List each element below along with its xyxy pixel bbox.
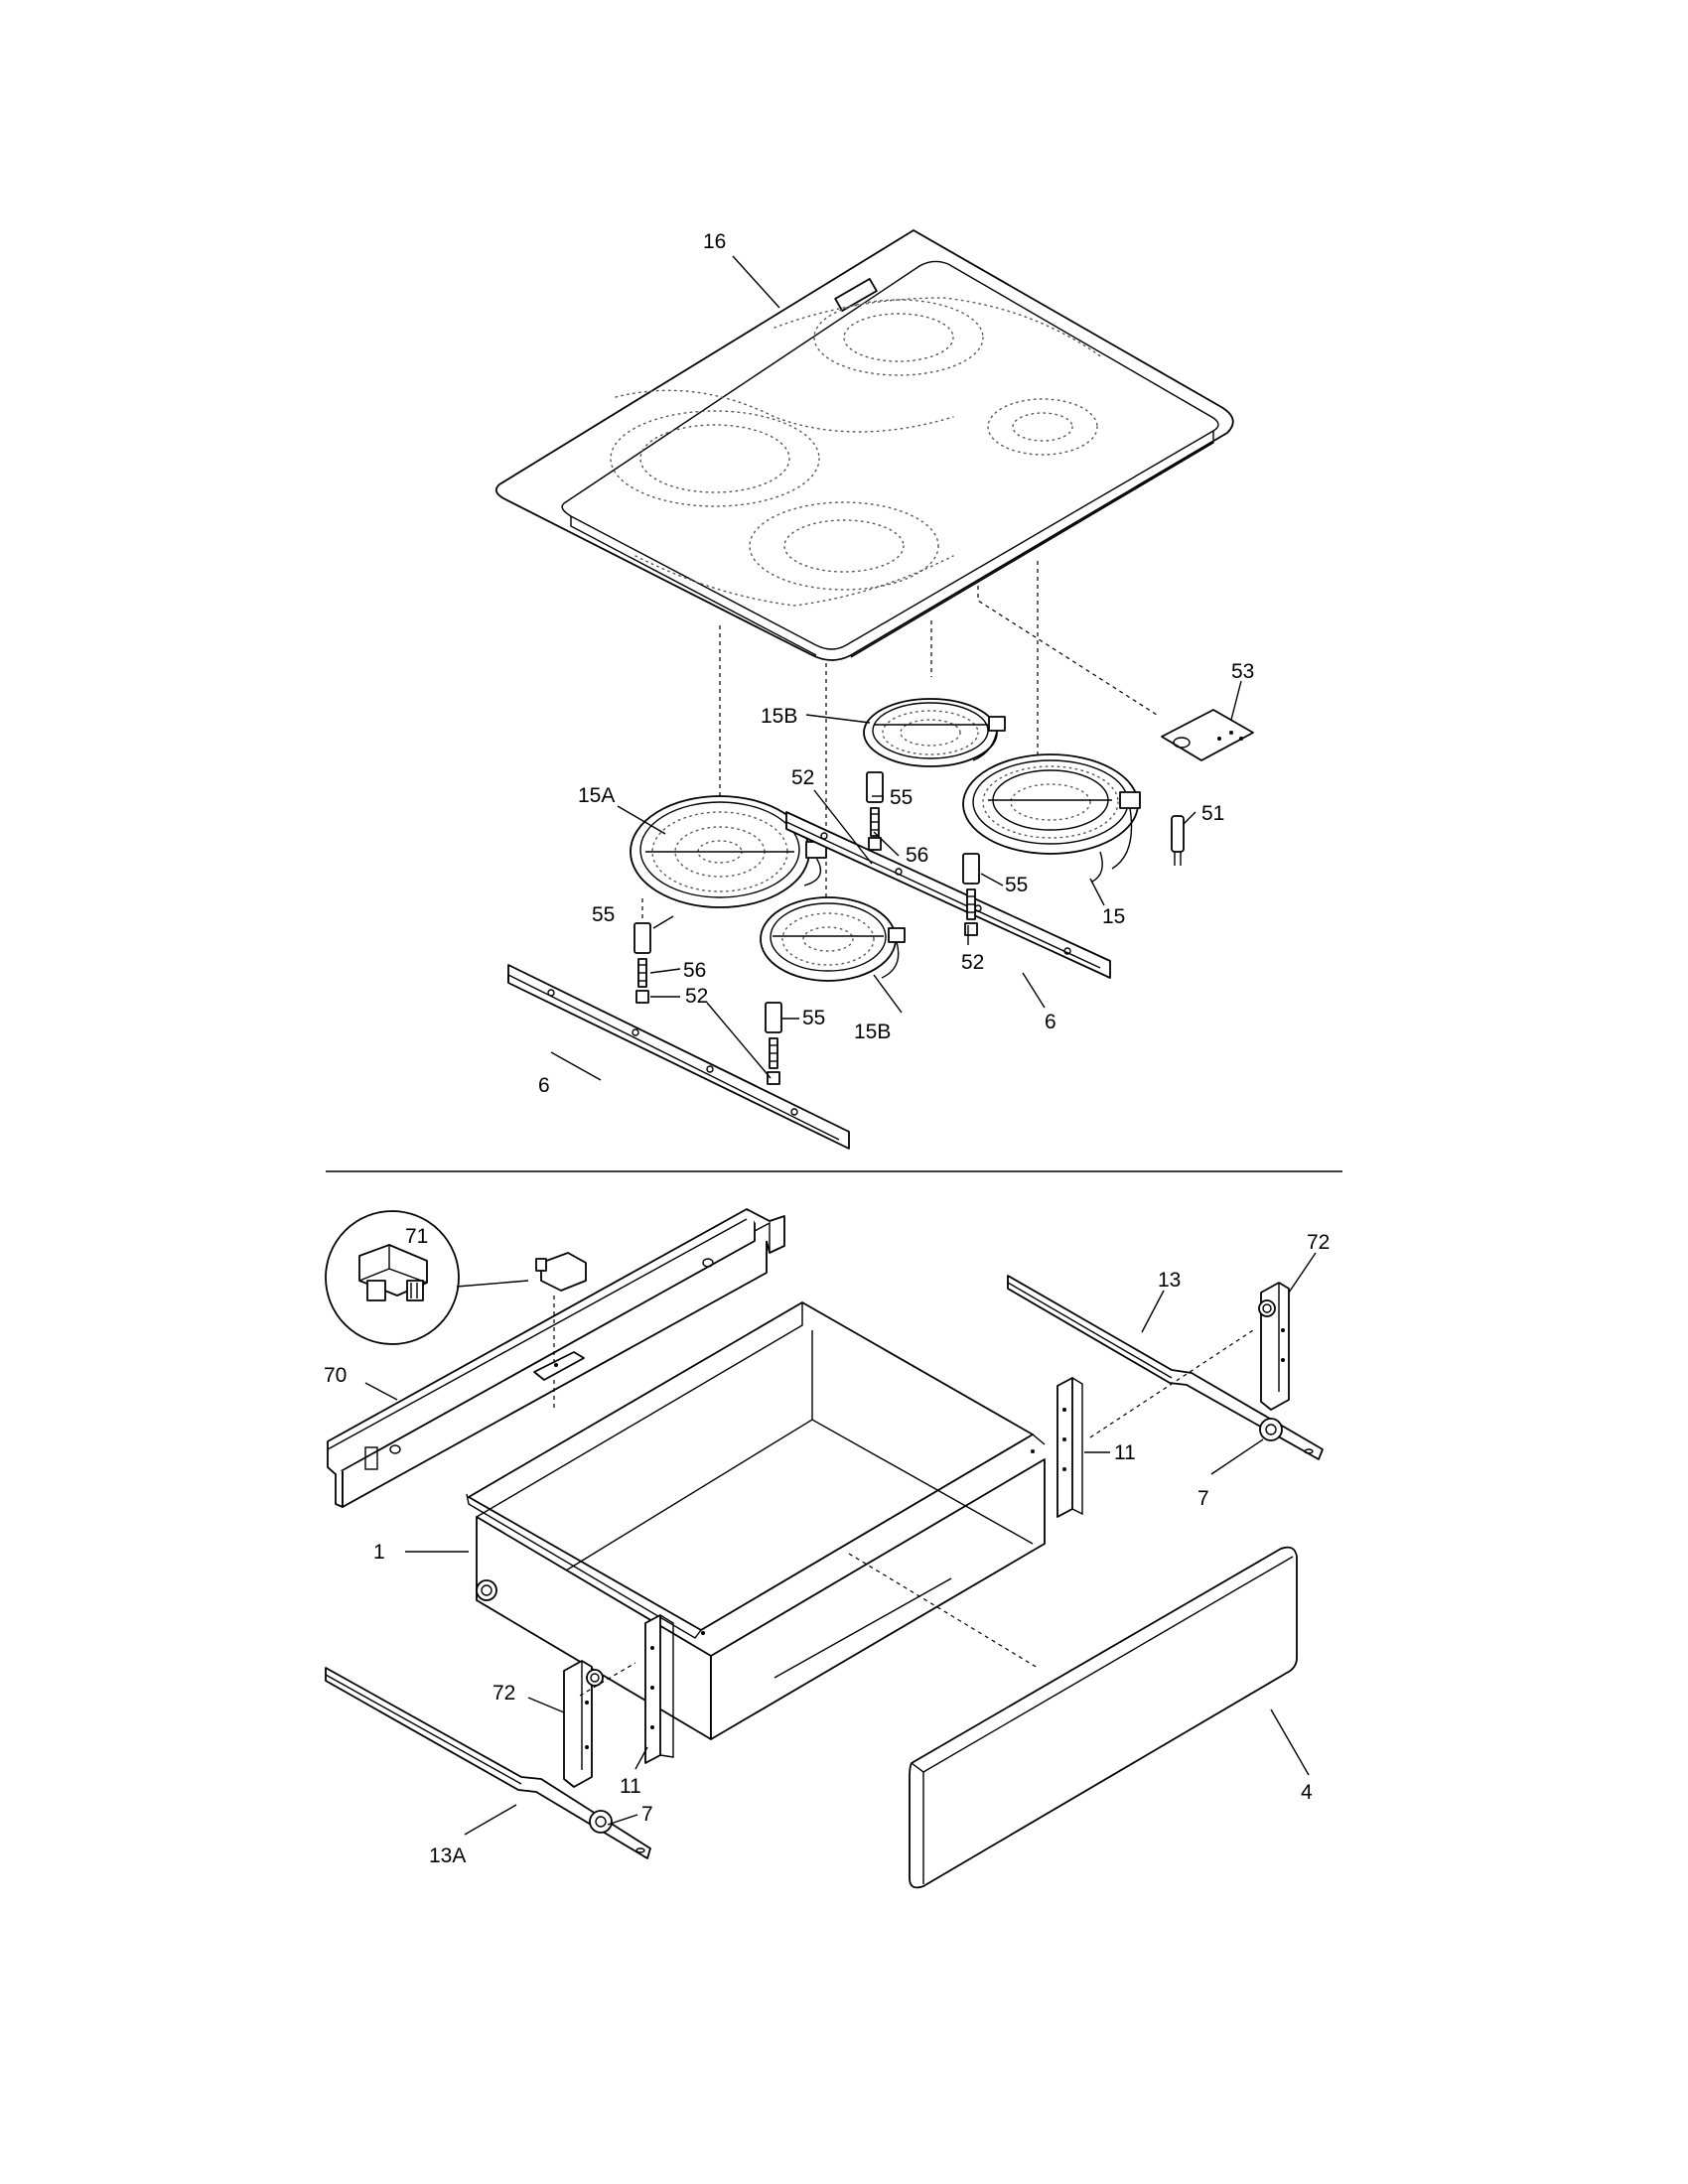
hardware-set-center [765, 1002, 782, 1085]
callout-55-c: 55 [592, 903, 615, 926]
callout-15: 15 [1102, 905, 1125, 928]
drawer-slide-part-13 [1007, 1275, 1324, 1460]
drawer-slide-part-13a [325, 1662, 651, 1859]
detail-inset-part-71 [325, 1210, 529, 1345]
callout-55-d: 55 [802, 1007, 825, 1029]
drawer-catch-small [535, 1252, 587, 1292]
bracket-part-72-top [1258, 1282, 1290, 1411]
callout-15b-bottom: 15B [854, 1021, 891, 1043]
callout-7-left: 7 [641, 1803, 653, 1826]
callout-55-b: 55 [1005, 874, 1028, 896]
leader-lines-bottom [364, 1252, 1317, 1836]
support-rail-6-left [507, 964, 850, 1150]
cooktop-glass-part-16 [494, 229, 1234, 661]
bracket-part-11-right [1056, 1377, 1083, 1518]
hardware-set-left [633, 898, 651, 1004]
bracket-part-53 [1161, 709, 1254, 761]
callout-52-a: 52 [791, 766, 814, 789]
callout-11-left: 11 [620, 1775, 641, 1798]
callout-70: 70 [324, 1364, 347, 1387]
callout-56-a: 56 [906, 844, 928, 867]
callout-56-b: 56 [683, 959, 706, 982]
callout-labels: 16 53 15B 52 55 15A 51 56 55 15 55 56 52… [324, 230, 1330, 1867]
callout-55-a: 55 [890, 786, 913, 809]
radiant-element-15a [630, 795, 827, 908]
callout-72-top: 72 [1307, 1231, 1330, 1254]
radiant-element-15b-top [863, 698, 1006, 767]
callout-51: 51 [1201, 802, 1224, 825]
indicator-light-part-51 [1171, 815, 1185, 866]
leader-lines-top [550, 255, 1242, 1081]
callout-6-left: 6 [538, 1074, 550, 1097]
callout-15b-top: 15B [761, 705, 797, 728]
callout-1: 1 [373, 1541, 385, 1564]
support-rail-6-right [785, 811, 1111, 979]
callout-15a: 15A [578, 784, 615, 807]
callout-72-bottom: 72 [492, 1682, 515, 1705]
hardware-set-mid-top [866, 771, 884, 851]
callout-13a: 13A [429, 1844, 466, 1867]
callout-13: 13 [1158, 1269, 1181, 1292]
callout-4: 4 [1301, 1781, 1313, 1804]
drawer-frame-part-70 [327, 1208, 785, 1508]
bracket-part-11-left [644, 1614, 674, 1764]
callout-11-right: 11 [1114, 1441, 1136, 1464]
callout-71: 71 [405, 1225, 428, 1248]
callout-6-right: 6 [1045, 1011, 1056, 1033]
drawer-panel-part-4 [909, 1546, 1298, 1889]
callout-52-b: 52 [685, 985, 708, 1008]
bracket-part-72-bottom [563, 1660, 604, 1788]
alignment-lines-top [719, 561, 1158, 933]
callout-16: 16 [703, 230, 726, 253]
drawer-part-1 [466, 1301, 1046, 1740]
radiant-element-15b-bottom [760, 896, 906, 982]
callout-52-c: 52 [961, 951, 984, 974]
callout-53: 53 [1231, 660, 1254, 683]
callout-7-right: 7 [1197, 1487, 1209, 1510]
radiant-element-15 [962, 753, 1141, 883]
